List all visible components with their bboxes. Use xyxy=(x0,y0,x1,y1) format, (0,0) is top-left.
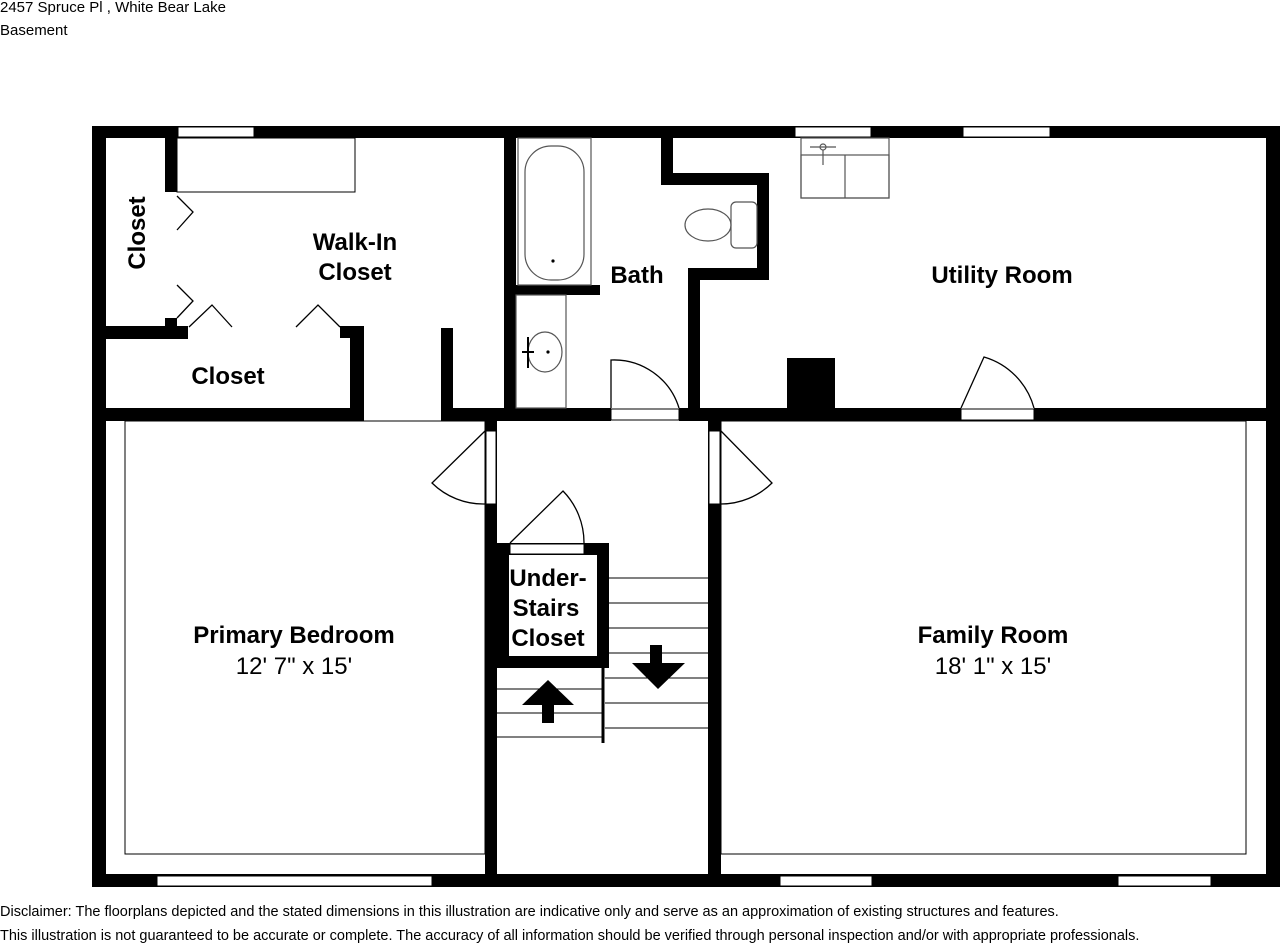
windows xyxy=(156,126,1212,887)
under-stairs-closet-label-line1: Under- xyxy=(509,565,586,592)
under-stairs-closet-label-line3: Closet xyxy=(511,625,584,652)
toilet-icon xyxy=(684,201,758,249)
utility-room-label: Utility Room xyxy=(931,262,1072,289)
walk-in-closet-label-line2: Closet xyxy=(318,259,391,286)
stair-down-arrow-icon xyxy=(632,645,685,689)
bath-label: Bath xyxy=(610,262,663,289)
finish-lines xyxy=(124,137,1247,855)
closet-lower-label: Closet xyxy=(191,363,264,390)
door-openings xyxy=(485,408,1035,555)
sink-icon xyxy=(515,294,567,409)
floor-level-label: Basement xyxy=(0,22,68,39)
primary-bedroom-dimensions: 12' 7" x 15' xyxy=(236,653,352,680)
property-address: 2457 Spruce Pl , White Bear Lake xyxy=(0,0,226,16)
bathtub-icon xyxy=(517,137,592,286)
disclaimer-line-1: Disclaimer: The floorplans depicted and … xyxy=(0,904,1059,920)
door-swings xyxy=(176,195,1035,544)
primary-bedroom-label: Primary Bedroom xyxy=(193,622,394,649)
walk-in-closet-label-line1: Walk-In xyxy=(313,229,397,256)
disclaimer-line-2: This illustration is not guaranteed to b… xyxy=(0,928,1140,944)
interior-walls xyxy=(92,126,1280,874)
utility-sink-icon xyxy=(800,137,890,199)
stair-up-arrow-icon xyxy=(522,680,574,723)
family-room-label: Family Room xyxy=(918,622,1069,649)
family-room-dimensions: 18' 1" x 15' xyxy=(935,653,1051,680)
closet-vertical-label: Closet xyxy=(124,196,151,269)
under-stairs-closet-label-line2: Stairs xyxy=(513,595,580,622)
outer-walls xyxy=(92,126,1280,887)
